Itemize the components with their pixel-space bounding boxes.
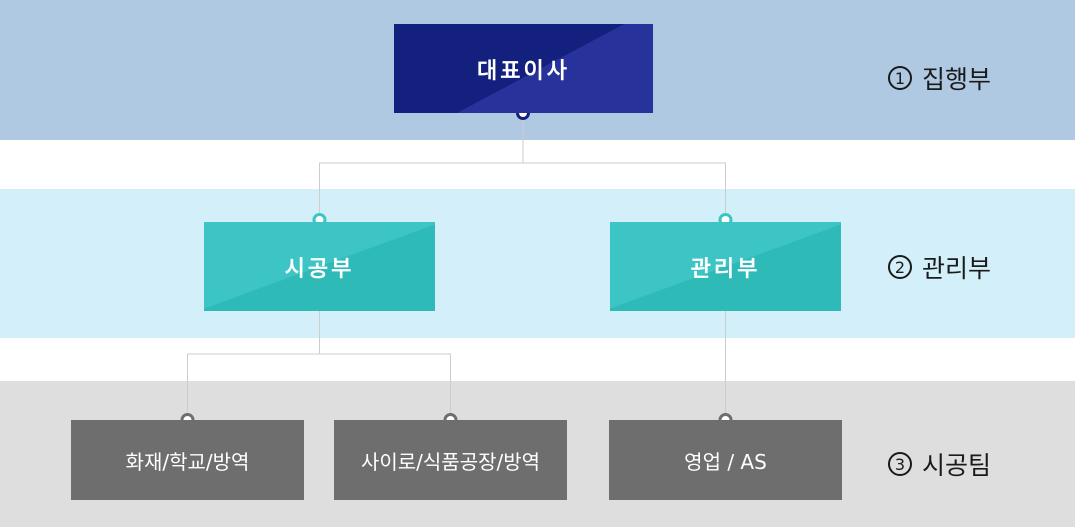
level-number-badge: 1 [888,66,912,90]
team-box-fire-school: 화재/학교/방역 [71,420,304,500]
dept-box-sigong: 시공부 [204,222,435,311]
team-label: 화재/학교/방역 [125,449,250,474]
level-number-badge: 3 [888,452,912,476]
level-label-management: 2 관리부 [888,247,991,287]
level-number-badge: 2 [888,255,912,279]
team-label: 사이로/식품공장/방역 [360,449,541,474]
level-title: 관리부 [922,254,992,283]
sigong-connector [187,311,451,420]
team-box-silo-food: 사이로/식품공장/방역 [334,420,567,500]
level-label-executive: 1 집행부 [888,58,991,98]
dept-label-gwanri: 관리부 [690,256,761,282]
team-box-sales-as: 영업 / AS [609,420,842,500]
level-title: 시공팀 [922,451,992,480]
ceo-label: 대표이사 [477,58,570,84]
dept-box-gwanri: 관리부 [610,222,841,311]
team-label: 영업 / AS [684,449,767,474]
dept-label-sigong: 시공부 [284,256,355,282]
level-label-team: 3 시공팀 [888,444,991,484]
ceo-box: 대표이사 [394,24,653,113]
ceo-connector [319,113,726,222]
level-title: 집행부 [922,65,992,94]
